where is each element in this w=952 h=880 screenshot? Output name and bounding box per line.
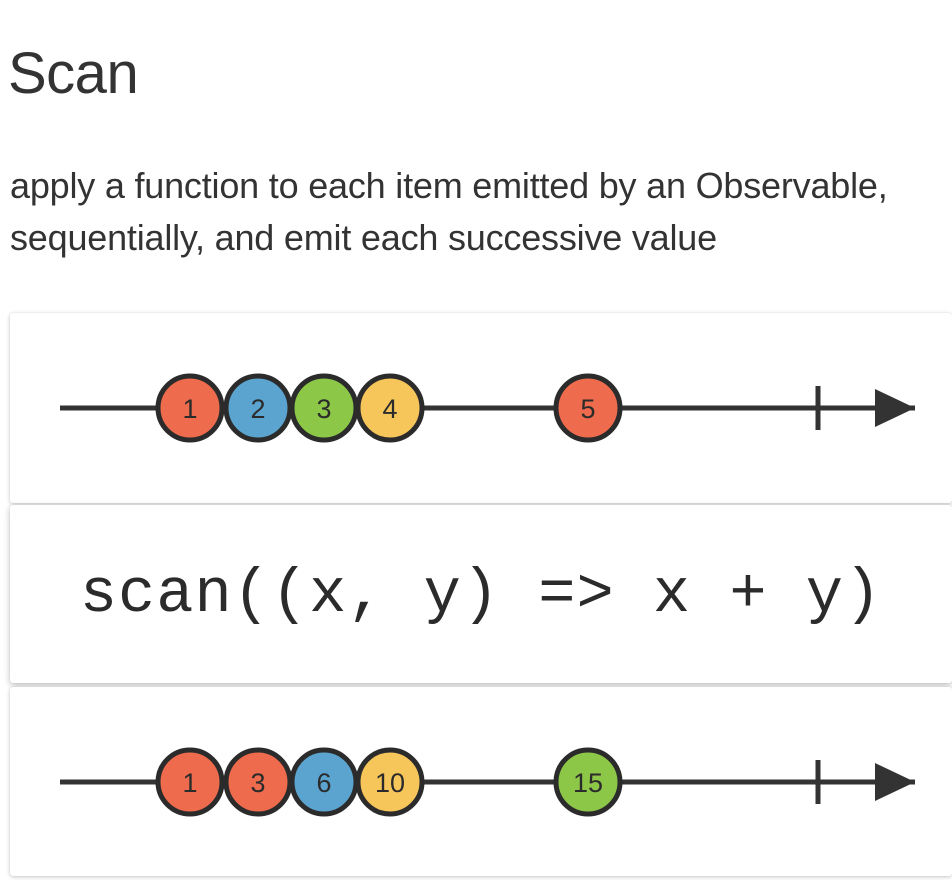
result-marble-diagram: 1 3 6 10 15 <box>60 747 915 817</box>
marble-value: 1 <box>182 768 197 798</box>
marble[interactable]: 4 <box>355 373 425 443</box>
marble[interactable]: 1 <box>155 747 225 817</box>
marble[interactable]: 5 <box>553 373 623 443</box>
operator-description: apply a function to each item emitted by… <box>10 165 888 258</box>
marble[interactable]: 10 <box>355 747 425 817</box>
marble-value: 5 <box>580 394 595 424</box>
source-diagram-card: 1 2 3 4 5 <box>10 313 952 503</box>
page-title: Scan <box>8 40 139 106</box>
marble-circle[interactable] <box>355 747 425 817</box>
marble-circle[interactable] <box>553 373 623 443</box>
marble[interactable]: 1 <box>155 373 225 443</box>
marble-circle[interactable] <box>355 373 425 443</box>
marble[interactable]: 15 <box>553 747 623 817</box>
marble-value: 3 <box>250 768 265 798</box>
timeline-arrowhead <box>875 389 915 427</box>
marble-value: 10 <box>375 768 405 798</box>
marble-value: 1 <box>182 394 197 424</box>
marble-value: 3 <box>316 394 331 424</box>
marble[interactable]: 3 <box>223 747 293 817</box>
marble-value: 6 <box>316 768 331 798</box>
marble-circle[interactable] <box>155 747 225 817</box>
marble[interactable]: 2 <box>223 373 293 443</box>
operator-code-text: scan((x, y) => x + y) <box>79 558 883 630</box>
marble-value: 2 <box>250 394 265 424</box>
marble[interactable]: 3 <box>289 373 359 443</box>
marble-value: 4 <box>382 394 397 424</box>
result-diagram-card: 1 3 6 10 15 <box>10 687 952 876</box>
marble-circle[interactable] <box>155 373 225 443</box>
operator-code-card: scan((x, y) => x + y) <box>10 505 952 683</box>
marble-circle[interactable] <box>553 747 623 817</box>
source-marble-diagram: 1 2 3 4 5 <box>60 373 915 443</box>
timeline-arrowhead <box>875 763 915 801</box>
marble[interactable]: 6 <box>289 747 359 817</box>
marble-value: 15 <box>573 768 603 798</box>
